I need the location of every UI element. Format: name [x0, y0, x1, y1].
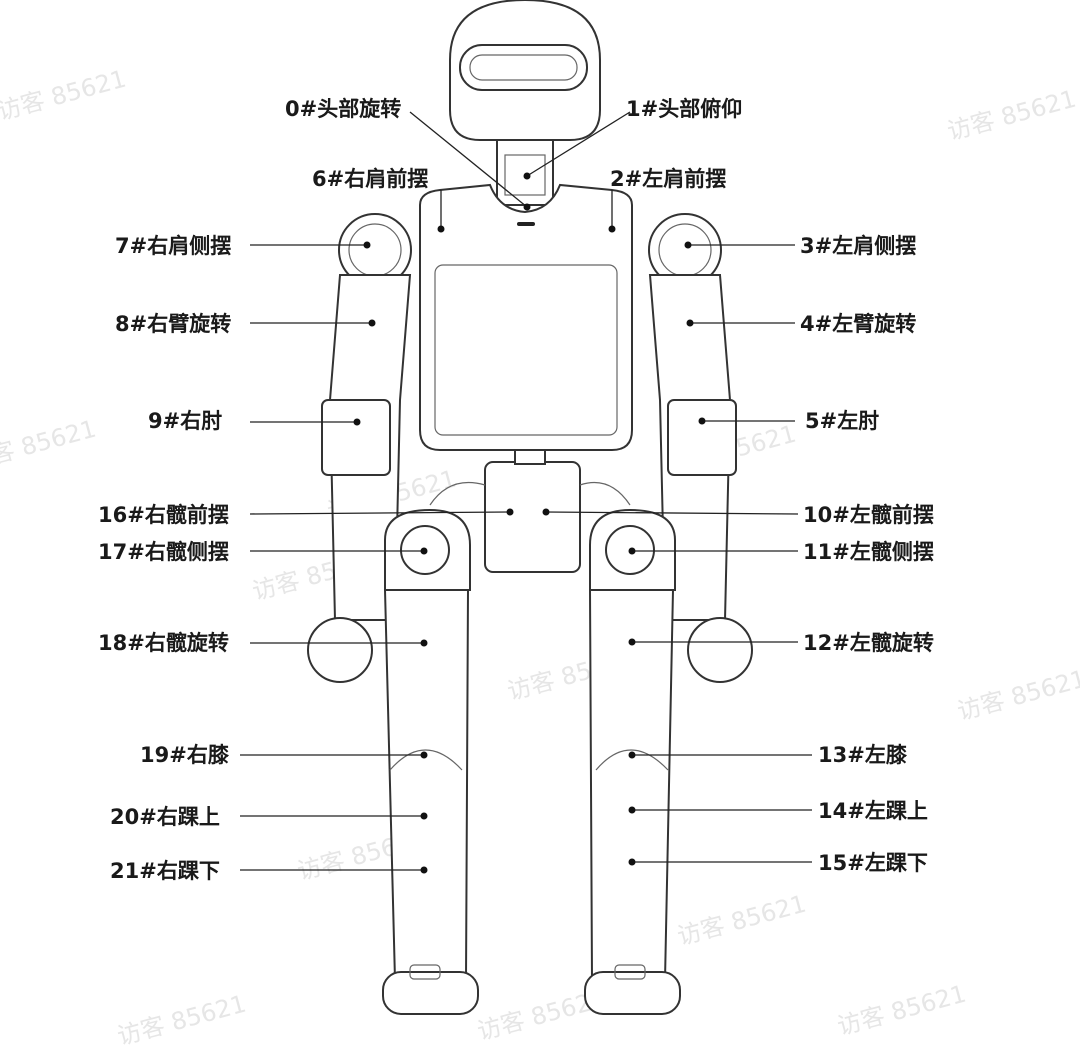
- watermark: 访客 85621: [674, 890, 809, 951]
- label-joint-3: 3#左肩侧摆: [800, 234, 916, 258]
- robot-visor: [459, 44, 588, 91]
- label-joint-8: 8#右臂旋转: [115, 312, 231, 336]
- label-joint-16: 16#右髋前摆: [98, 503, 229, 527]
- watermark: 访客 85621: [954, 665, 1080, 726]
- right-foot: [382, 971, 479, 1015]
- label-joint-12: 12#左髋旋转: [803, 631, 934, 655]
- robot-drawing: [307, 0, 753, 1015]
- right-leg: [383, 589, 470, 981]
- label-joint-18: 18#右髋旋转: [98, 631, 229, 655]
- leader-lines: [240, 111, 812, 874]
- label-joint-1: 1#头部俯仰: [626, 97, 742, 121]
- joint-labels: 0#头部旋转 1#头部俯仰 2#左肩前摆 3#左肩侧摆 4#左臂旋转 5#左肘 …: [98, 97, 934, 883]
- robot-neck: [496, 139, 554, 206]
- right-hand: [307, 617, 373, 683]
- label-joint-7: 7#右肩侧摆: [115, 234, 231, 258]
- label-joint-17: 17#右髋侧摆: [98, 540, 229, 564]
- label-joint-19: 19#右膝: [140, 743, 230, 767]
- watermark: 访客 85621: [944, 85, 1079, 146]
- label-joint-10: 10#左髋前摆: [803, 503, 934, 527]
- left-hand: [687, 617, 753, 683]
- label-joint-2: 2#左肩前摆: [610, 167, 726, 191]
- label-joint-0: 0#头部旋转: [285, 97, 401, 121]
- watermark: 访客 85621: [114, 990, 249, 1045]
- watermark: 访客 85621: [0, 65, 129, 126]
- watermark: 访客 85621: [834, 980, 969, 1041]
- label-joint-13: 13#左膝: [818, 743, 908, 767]
- robot-pelvis: [484, 461, 581, 573]
- label-joint-20: 20#右踝上: [110, 805, 220, 829]
- watermark: 访客 85621: [0, 415, 99, 476]
- label-joint-9: 9#右肘: [148, 409, 222, 433]
- label-joint-21: 21#右踝下: [110, 859, 220, 883]
- label-joint-11: 11#左髋侧摆: [803, 540, 934, 564]
- left-foot: [584, 971, 681, 1015]
- left-leg: [588, 589, 675, 981]
- label-joint-14: 14#左踝上: [818, 799, 928, 823]
- label-joint-6: 6#右肩前摆: [312, 167, 428, 191]
- label-joint-4: 4#左臂旋转: [800, 312, 916, 336]
- label-joint-5: 5#左肘: [805, 409, 879, 433]
- label-joint-15: 15#左踝下: [818, 851, 928, 875]
